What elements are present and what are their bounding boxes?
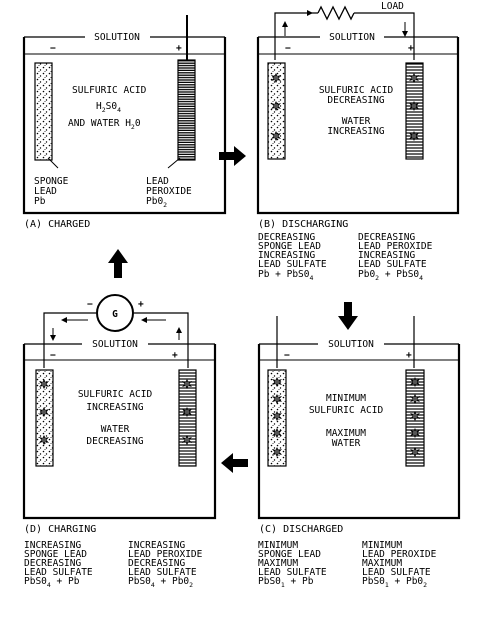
panel-b-plus-sign: + (408, 43, 414, 54)
panel-a-text-1: SULFURIC ACID (72, 85, 147, 96)
panel-b-caption: (B) DISCHARGING (258, 219, 348, 230)
svg-text:SPONGE LEAD: SPONGE LEAD (24, 549, 87, 560)
panel-b-solution-label: SOLUTION (329, 32, 375, 43)
panel-a-neg-label-2: LEAD (34, 186, 57, 197)
panel-b-text-3: WATER (342, 116, 371, 127)
panel-d-text-2: INCREASING (86, 402, 143, 413)
svg-text:LEAD SULFATE: LEAD SULFATE (24, 567, 93, 578)
svg-text:LEAD SULFATE: LEAD SULFATE (358, 259, 427, 270)
svg-text:PbS01 + Pb02: PbS01 + Pb02 (362, 576, 427, 589)
panel-a-caption: (A) CHARGED (24, 219, 90, 230)
svg-text:LEAD SULFATE: LEAD SULFATE (362, 567, 431, 578)
svg-text:LEAD PEROXIDE: LEAD PEROXIDE (362, 549, 437, 560)
panel-c-right-notes: MINIMUM LEAD PEROXIDE MAXIMUM LEAD SULFA… (362, 540, 437, 589)
panel-d-meter-plus: + (138, 299, 144, 310)
panel-a-container (22, 37, 227, 215)
svg-text:DECREASING: DECREASING (358, 232, 415, 243)
arrow-b-to-c (338, 302, 358, 330)
panel-d-text-1: SULFURIC ACID (78, 389, 153, 400)
panel-b-discharging: SOLUTION − + LOAD SULFURIC ACID DECREASI… (256, 1, 460, 282)
panel-b-load-resistor (317, 5, 355, 21)
panel-c-text-3: MAXIMUM (326, 428, 366, 439)
panel-c-text-1: MINIMUM (326, 393, 366, 404)
panel-b-left-notes: DECREASING SPONGE LEAD INCREASING LEAD S… (258, 232, 327, 282)
panel-b-container (256, 37, 460, 215)
panel-c-text-2: SULFURIC ACID (309, 405, 384, 416)
panel-a-formula: H2S04 (96, 101, 121, 114)
svg-text:MAXIMUM: MAXIMUM (258, 558, 298, 569)
panel-d-meter (96, 294, 134, 332)
panel-a-positive-plate (177, 59, 196, 161)
panel-a-minus-sign: − (50, 43, 56, 54)
panel-d-plus-sign: + (172, 350, 178, 361)
panel-b-positive-plate (405, 62, 424, 160)
svg-text:LEAD PEROXIDE: LEAD PEROXIDE (128, 549, 203, 560)
panel-d-meter-minus: − (87, 299, 93, 310)
panel-d-container (22, 344, 217, 520)
panel-b-negative-plate (267, 62, 286, 160)
svg-text:PbS04 + Pb: PbS04 + Pb (24, 576, 80, 589)
svg-text:DECREASING: DECREASING (258, 232, 315, 243)
panel-a-neg-label-1: SPONGE (34, 176, 69, 187)
panel-d-meter-label: G (112, 309, 118, 320)
svg-text:SPONGE LEAD: SPONGE LEAD (258, 241, 321, 252)
arrow-d-to-a (108, 249, 128, 278)
panel-b-minus-sign: − (285, 43, 291, 54)
panel-b-text-2: DECREASING (327, 95, 384, 106)
panel-c-solution-label: SOLUTION (328, 339, 374, 350)
svg-text:PbS01 + Pb: PbS01 + Pb (258, 576, 314, 589)
panel-c-text-4: WATER (332, 438, 361, 449)
panel-c-container (257, 344, 461, 520)
panel-a-neg-label-3: Pb (34, 196, 46, 207)
panel-d-solution-label: SOLUTION (92, 339, 138, 350)
svg-text:Pb + PbS04: Pb + PbS04 (258, 269, 313, 282)
panel-d-caption: (D) CHARGING (24, 524, 96, 535)
panel-a-water-text: AND WATER H20 (68, 118, 141, 131)
svg-text:MAXIMUM: MAXIMUM (362, 558, 402, 569)
panel-d-left-notes: INCREASING SPONGE LEAD DECREASING LEAD S… (24, 540, 93, 589)
panel-c-minus-sign: − (284, 350, 290, 361)
panel-c-plus-sign: + (406, 350, 412, 361)
svg-text:DECREASING: DECREASING (24, 558, 81, 569)
panel-b-text-4: INCREASING (327, 126, 384, 137)
svg-text:SPONGE LEAD: SPONGE LEAD (258, 549, 321, 560)
svg-text:INCREASING: INCREASING (258, 250, 315, 261)
panel-a-pos-label-2: PEROXIDE (146, 186, 192, 197)
panel-a-solution-label: SOLUTION (94, 32, 140, 43)
arrow-c-to-d (221, 453, 248, 473)
svg-text:DECREASING: DECREASING (128, 558, 185, 569)
svg-text:PbS04 + Pb02: PbS04 + Pb02 (128, 576, 193, 589)
panel-c-left-notes: MINIMUM SPONGE LEAD MAXIMUM LEAD SULFATE… (258, 540, 327, 589)
panel-d-text-3: WATER (101, 424, 130, 435)
panel-d-charging: SOLUTION − + G − + SULFURIC ACID INCREAS… (22, 294, 217, 589)
panel-a-pos-label-1: LEAD (146, 176, 169, 187)
svg-text:LEAD SULFATE: LEAD SULFATE (258, 259, 327, 270)
svg-text:MINIMUM: MINIMUM (362, 540, 402, 551)
panel-a-plus-sign: + (176, 43, 182, 54)
svg-text:LEAD SULFATE: LEAD SULFATE (258, 567, 327, 578)
svg-text:INCREASING: INCREASING (128, 540, 185, 551)
svg-text:INCREASING: INCREASING (24, 540, 81, 551)
svg-text:Pb02 + PbS04: Pb02 + PbS04 (358, 269, 423, 282)
panel-b-load-label: LOAD (381, 1, 404, 12)
svg-text:LEAD PEROXIDE: LEAD PEROXIDE (358, 241, 433, 252)
panel-a-pos-label-3: Pb02 (146, 196, 167, 209)
svg-text:INCREASING: INCREASING (358, 250, 415, 261)
arrow-a-to-b (219, 146, 246, 166)
panel-a-negative-plate (34, 62, 53, 161)
svg-text:LEAD SULFATE: LEAD SULFATE (128, 567, 197, 578)
panel-c-discharged: SOLUTION − + MINIMUM SULFURIC ACID MAXIM… (257, 316, 461, 589)
panel-c-caption: (C) DISCHARGED (259, 524, 343, 535)
panel-a-charged: SOLUTION − + SULFURIC ACID H2S04 AND WAT… (22, 15, 227, 230)
svg-text:MINIMUM: MINIMUM (258, 540, 298, 551)
panel-b-right-notes: DECREASING LEAD PEROXIDE INCREASING LEAD… (358, 232, 433, 282)
panel-b-text-1: SULFURIC ACID (319, 85, 394, 96)
panel-d-text-4: DECREASING (86, 436, 143, 447)
panel-d-minus-sign: − (50, 350, 56, 361)
panel-d-right-notes: INCREASING LEAD PEROXIDE DECREASING LEAD… (128, 540, 203, 589)
